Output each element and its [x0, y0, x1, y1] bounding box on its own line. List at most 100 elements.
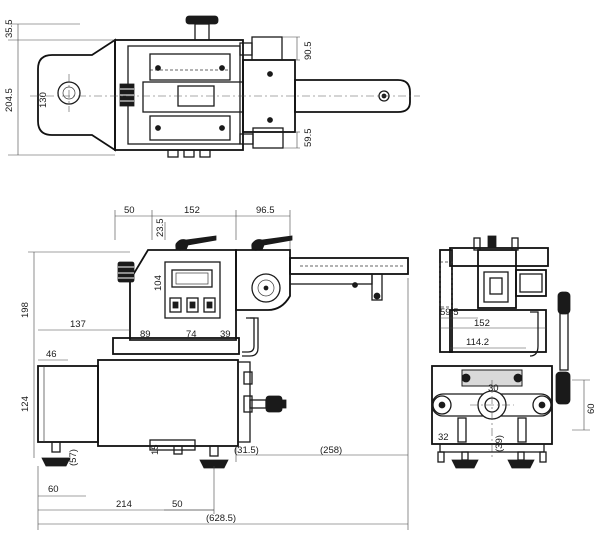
front-view-hand-knob-tip — [281, 399, 287, 409]
front-view-button-icon — [206, 301, 213, 309]
front-view: 50 152 96.5 23.5 104 — [20, 205, 409, 530]
side-view-handle-grip-icon — [557, 291, 571, 315]
side-view-frame-hidden — [439, 261, 453, 308]
dim-label-74: 74 — [186, 329, 197, 340]
front-view-display-screen — [175, 272, 209, 285]
front-view-hose — [242, 317, 259, 357]
front-view-button-icon — [172, 301, 179, 309]
dim-label-50-bottom: 50 — [172, 499, 183, 510]
front-view-arm-block — [235, 249, 291, 311]
dim-label-30: 30 — [488, 383, 499, 394]
side-view-foot-pad-icon — [507, 459, 535, 469]
front-view-foot-stem — [209, 445, 219, 457]
dim-label-15: 15 — [150, 444, 161, 455]
front-view-button — [169, 297, 182, 313]
dim-label-628-5: (628.5) — [206, 513, 236, 524]
side-view-window — [483, 271, 509, 303]
side-view-right-pulley-center — [538, 401, 546, 409]
side-view-clamp-bolt-icon — [461, 373, 471, 383]
side-view-clamp-bolt-icon — [513, 373, 523, 383]
side-view-hose — [529, 311, 539, 357]
front-view-foot-pad-icon — [41, 457, 71, 467]
dim-label-39-side: (39) — [494, 435, 505, 452]
top-view-connector — [167, 149, 179, 158]
dim-label-32: 32 — [438, 432, 449, 443]
top-view-top-plate — [149, 53, 231, 81]
side-view-top-cap-icon — [487, 235, 497, 249]
side-view-post — [517, 417, 527, 443]
dim-label-214: 214 — [116, 499, 132, 510]
front-view-foot-pad-icon — [199, 459, 229, 469]
dim-label-114-2: 114.2 — [466, 337, 489, 348]
top-view-bolt-icon — [219, 65, 225, 71]
top-view-bolt-icon — [155, 65, 161, 71]
dim-label-104: 104 — [153, 275, 164, 291]
dim-label-59-5-side: 59.5 — [440, 307, 459, 318]
dim-label-60: 60 — [48, 484, 59, 495]
side-view-window-inner — [489, 277, 503, 295]
front-view-button — [186, 297, 199, 313]
front-view-arm-bolt-icon — [352, 282, 358, 288]
front-view-arm-disc-center — [263, 285, 269, 291]
front-view-arm-disc-inner — [257, 279, 275, 297]
side-view: 59.5 152 114.2 60 30 32 (39) — [431, 235, 597, 469]
side-view-base-plate — [439, 443, 545, 453]
front-view-mid-plate — [112, 337, 240, 355]
side-view-top-tab — [473, 237, 481, 251]
front-view-foot-stem — [51, 441, 61, 453]
dim-label-35-5: 35.5 — [4, 20, 15, 39]
dim-label-90-5: 90.5 — [303, 42, 314, 61]
top-view-bolt-icon — [155, 125, 161, 131]
top-view-bolt-icon — [267, 117, 273, 123]
dim-label-130: 130 — [38, 92, 49, 108]
front-view-side-clamp — [243, 395, 253, 413]
front-view-housing-foot — [149, 439, 196, 451]
dim-label-31-5: (31.5) — [234, 445, 259, 456]
side-view-side-box-inner — [519, 273, 543, 293]
top-view-arm — [294, 79, 411, 113]
top-view-bolt-icon — [267, 71, 273, 77]
side-view-top-tab — [511, 237, 519, 251]
top-view-connector — [183, 149, 195, 158]
front-view-knob-icon — [117, 261, 135, 283]
dim-label-57: (57) — [68, 449, 79, 466]
top-view-lower-plate — [149, 115, 231, 141]
dim-label-152-side: 152 — [474, 318, 490, 329]
front-view-button — [203, 297, 216, 313]
front-view-button-icon — [189, 301, 196, 309]
side-view-caster — [539, 451, 547, 463]
dim-label-60-side: 60 — [586, 403, 597, 414]
front-view-arm-drop — [371, 273, 383, 301]
top-view-connector — [199, 149, 211, 158]
front-view-hose-2 — [242, 317, 255, 353]
dim-label-39: 39 — [220, 329, 231, 340]
front-view-hand-knob-icon — [265, 395, 283, 413]
front-view-control-panel — [164, 261, 221, 319]
side-view-foot-pad-icon — [451, 459, 479, 469]
front-view-foot-stud — [173, 445, 183, 455]
top-view-handle-icon — [185, 15, 219, 25]
side-view-mid-body — [449, 309, 547, 353]
side-view-top-plate — [449, 247, 549, 267]
front-view-display — [171, 269, 213, 288]
top-view-motor-cap — [239, 42, 253, 56]
front-view-lever-pivot — [175, 241, 185, 251]
top-view-left-bracket — [37, 38, 116, 152]
top-view-bolt-icon — [219, 125, 225, 131]
dim-label-198: 198 — [20, 302, 31, 318]
dim-label-137: 137 — [70, 319, 86, 330]
side-view-left-pulley-center — [438, 401, 446, 409]
side-view-post — [457, 417, 467, 443]
top-view-lower-cap — [239, 133, 254, 145]
front-view-side-clamp — [243, 371, 253, 385]
dim-label-96-5: 96.5 — [256, 205, 275, 216]
dim-label-152: 152 — [184, 205, 200, 216]
top-view: 35.5 204.5 130 90.5 59.5 — [4, 15, 420, 158]
dim-label-258: (258) — [320, 445, 342, 456]
dim-label-204-5: 204.5 — [4, 88, 15, 112]
dim-label-89: 89 — [140, 329, 151, 340]
side-view-caster — [437, 451, 445, 463]
front-view-arm-disc — [251, 273, 281, 303]
